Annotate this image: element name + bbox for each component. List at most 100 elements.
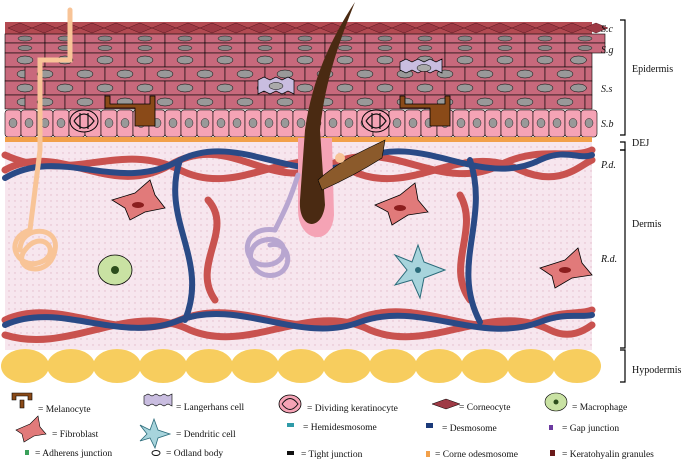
spinous-nucleus (17, 84, 33, 92)
granular-nucleus (258, 36, 272, 41)
granular-nucleus (98, 36, 112, 41)
basal-nucleus (217, 119, 225, 128)
legend-hemidesmosome-text: = Hemidesmosome (303, 423, 377, 433)
spinous-nucleus (557, 70, 573, 78)
spinous-nucleus (237, 98, 253, 106)
granular-nucleus (458, 46, 472, 51)
spinous-nucleus (97, 84, 113, 92)
label-stratum-granulosum: S.g (601, 45, 614, 56)
basal-nucleus (489, 119, 497, 128)
basal-nucleus (409, 119, 417, 128)
fat-cell (277, 349, 325, 383)
legend-dendritic-text: = Dendritic cell (176, 430, 236, 440)
fat-cell (323, 349, 371, 383)
spinous-nucleus (417, 84, 433, 92)
spinous-nucleus (297, 84, 313, 92)
granular-nucleus (218, 46, 232, 51)
granular-nucleus (18, 36, 32, 41)
granular-nucleus (538, 36, 552, 41)
spinous-nucleus (237, 70, 253, 78)
legend-keratohyalin-text: = Keratohyalin granules (562, 450, 654, 460)
stratum-spinosum-rows (5, 53, 592, 109)
basal-nucleus (585, 119, 593, 128)
basal-nucleus (201, 119, 209, 128)
granular-nucleus (578, 46, 592, 51)
spinous-nucleus (377, 84, 393, 92)
spinous-nucleus (97, 56, 113, 64)
label-dermis: Dermis (632, 219, 662, 230)
granular-nucleus (418, 36, 432, 41)
fat-cell (553, 349, 601, 383)
spinous-nucleus (537, 84, 553, 92)
spinous-nucleus (217, 84, 233, 92)
spinous-nucleus (257, 56, 273, 64)
spinous-nucleus (77, 70, 93, 78)
spinous-nucleus (517, 70, 533, 78)
spinous-nucleus (177, 56, 193, 64)
granular-nucleus (498, 36, 512, 41)
legend-melanocyte: = Melanocyte (12, 393, 91, 415)
legend-tight-junction: = Tight junction (287, 450, 363, 460)
layer-labels: S.c S.g S.s S.b P.d. R.d. (600, 24, 617, 265)
granular-nucleus (498, 46, 512, 51)
basal-nucleus (281, 119, 289, 128)
basal-nucleus (9, 119, 17, 128)
basal-nucleus (57, 119, 65, 128)
basal-nucleus (233, 119, 241, 128)
spinous-nucleus (197, 98, 213, 106)
spinous-nucleus (117, 70, 133, 78)
granular-nucleus (378, 36, 392, 41)
basal-nucleus (553, 119, 561, 128)
spinous-nucleus (497, 84, 513, 92)
spinous-nucleus (477, 98, 493, 106)
legend-gap-junction: = Gap junction (549, 424, 619, 434)
fat-cell (93, 349, 141, 383)
legend-fibroblast: = Fibroblast (16, 416, 99, 442)
legend-dividing: = Dividing keratinocyte (279, 395, 398, 414)
spinous-nucleus (57, 84, 73, 92)
spinous-nucleus (457, 56, 473, 64)
spinous-nucleus (77, 98, 93, 106)
granular-nucleus (458, 36, 472, 41)
legend-corneodesmosome-text: = Corne odesmosome (435, 450, 518, 460)
basal-nucleus (105, 119, 113, 128)
dividing-keratinocyte-2 (362, 110, 390, 132)
granular-nucleus (338, 46, 352, 51)
spinous-nucleus (537, 56, 553, 64)
spinous-nucleus (571, 84, 587, 92)
fat-cell (231, 349, 279, 383)
basal-nucleus (345, 119, 353, 128)
fat-cell (1, 349, 49, 383)
legend-tight-junction-text: = Tight junction (301, 450, 363, 460)
legend-langerhans-text: = Langerhans cell (176, 403, 244, 413)
spinous-nucleus (17, 56, 33, 64)
legend-macrophage-text: = Macrophage (572, 403, 627, 413)
basal-nucleus (521, 119, 529, 128)
legend-gap-junction-text: = Gap junction (562, 424, 619, 434)
basal-nucleus (265, 119, 273, 128)
spinous-nucleus (217, 56, 233, 64)
fat-cell (47, 349, 95, 383)
legend-desmosome-text: = Desmosome (442, 424, 497, 434)
label-dej: DEJ (632, 138, 649, 149)
spinous-keratinocyte (585, 95, 592, 109)
spinous-nucleus (377, 56, 393, 64)
granular-nucleus (178, 46, 192, 51)
granular-nucleus (138, 46, 152, 51)
region-brackets (620, 20, 625, 382)
granular-nucleus (578, 36, 592, 41)
basal-nucleus (249, 119, 257, 128)
spinous-nucleus (517, 98, 533, 106)
granular-nucleus (178, 36, 192, 41)
spinous-nucleus (137, 84, 153, 92)
spinous-nucleus (157, 70, 173, 78)
label-epidermis: Epidermis (632, 64, 673, 75)
granular-nucleus (298, 46, 312, 51)
spinous-nucleus (477, 70, 493, 78)
spinous-nucleus (337, 84, 353, 92)
legend-corneocyte: = Corneocyte (432, 399, 511, 413)
spinous-nucleus (457, 84, 473, 92)
spinous-nucleus (137, 56, 153, 64)
fat-cell (369, 349, 417, 383)
